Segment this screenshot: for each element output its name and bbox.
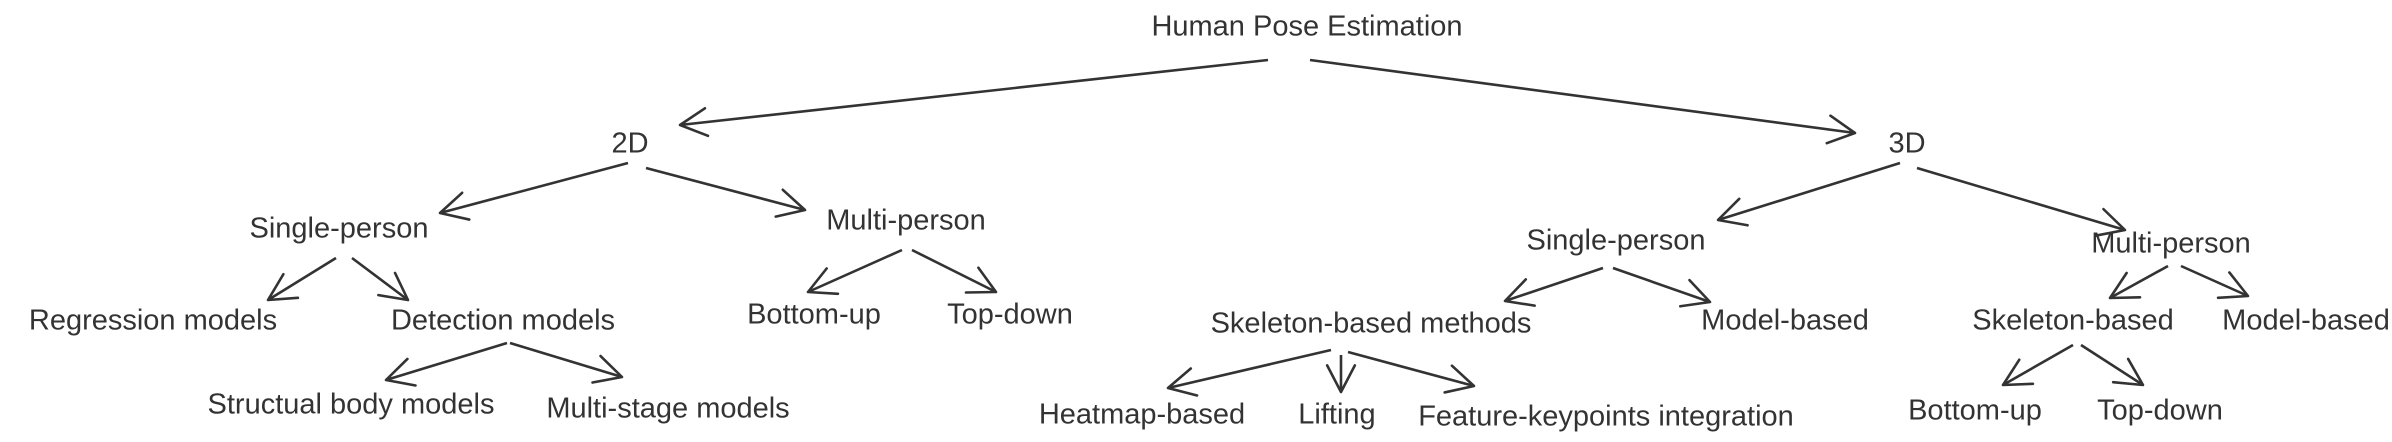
edge-d2_multi-to-d2_bottomup-line xyxy=(807,248,903,294)
node-regression-models: Regression models xyxy=(29,305,277,337)
arrowhead-icon xyxy=(774,188,807,218)
edge-d3-to-d3_single-line xyxy=(1717,161,1901,222)
node-lifting: Lifting xyxy=(1298,399,1375,431)
edge-skeleton_based-to-d3_topdown-line xyxy=(2080,343,2144,387)
node-structual-body-models: Structual body models xyxy=(208,389,495,421)
arrowhead-icon xyxy=(591,354,624,384)
edge-d2-to-d2_single xyxy=(438,161,629,221)
edge-d2-to-d2_multi xyxy=(645,166,807,218)
edge-root-to-d2 xyxy=(678,58,1269,138)
edge-d3-to-d3_single xyxy=(1716,161,1901,227)
edge-d3_multi-to-skeleton_based xyxy=(2108,264,2169,300)
node-feature-keypoints-integration: Feature-keypoints integration xyxy=(1418,401,1794,433)
edge-d2-to-d2_multi-line xyxy=(645,166,806,212)
edge-d3_multi-to-skeleton_based-line xyxy=(2109,264,2169,300)
arrowhead-icon xyxy=(678,107,710,138)
edge-skeleton_methods-to-feature_keypoints xyxy=(1347,350,1476,394)
edge-d2_multi-to-d2_topdown xyxy=(911,248,998,294)
edge-d3_multi-to-model_based_multi xyxy=(2180,264,2250,300)
arrowhead-icon xyxy=(1679,278,1712,308)
edge-d3_single-to-skeleton_methods xyxy=(1503,266,1604,307)
arrowhead-icon xyxy=(964,266,998,294)
edge-detection-to-structural xyxy=(384,341,508,387)
node-detection-models: Detection models xyxy=(391,305,615,337)
edge-detection-to-multistage-line xyxy=(509,341,623,379)
edge-skeleton_based-to-d3_topdown xyxy=(2080,343,2145,387)
edge-root-to-d3-line xyxy=(1309,58,1856,135)
node-skeleton-based-methods: Skeleton-based methods xyxy=(1211,308,1532,340)
arrowhead-icon xyxy=(2094,207,2127,237)
node-2d-multi-person: Multi-person xyxy=(826,205,986,237)
edge-d2_single-to-detection-line xyxy=(351,256,409,302)
node-2d-single-person: Single-person xyxy=(250,213,429,245)
node-2d-bottom-up: Bottom-up xyxy=(747,299,881,331)
node-3d-multi-person: Multi-person xyxy=(2091,228,2251,260)
edge-d3_single-to-skeleton_methods-line xyxy=(1504,266,1604,303)
edge-skeleton_methods-to-heatmap xyxy=(1166,348,1332,397)
arrowhead-icon xyxy=(1716,197,1749,227)
edge-d3-to-d3_multi xyxy=(1916,166,2127,237)
node-2d: 2D xyxy=(611,128,648,160)
node-model-based-multi: Model-based xyxy=(2222,305,2390,337)
edge-skeleton_methods-to-lifting xyxy=(1325,355,1357,394)
node-3d-single-person: Single-person xyxy=(1527,225,1706,257)
edge-root-to-d3 xyxy=(1309,58,1857,145)
arrowhead-icon xyxy=(806,267,840,296)
node-model-based-single: Model-based xyxy=(1701,305,1869,337)
edge-root-to-d2-line xyxy=(679,58,1269,127)
node-skeleton-based: Skeleton-based xyxy=(1972,305,2174,337)
arrowhead-icon xyxy=(1503,278,1536,307)
arrowhead-icon xyxy=(438,191,471,221)
edge-d2_multi-to-d2_bottomup xyxy=(806,248,903,296)
arrowhead-icon xyxy=(2001,358,2035,387)
node-3d-top-down: Top-down xyxy=(2097,395,2223,427)
arrowhead-icon xyxy=(1443,364,1476,394)
node-3d-bottom-up: Bottom-up xyxy=(1908,395,2042,427)
edge-d2_single-to-regression-line xyxy=(267,256,337,302)
arrowhead-icon xyxy=(1166,367,1199,397)
labels-layer: Human Pose Estimation 2D 3D Single-perso… xyxy=(29,11,2390,433)
edges-layer xyxy=(266,58,2250,397)
node-2d-top-down: Top-down xyxy=(947,299,1073,331)
edge-d3_single-to-model_based_single xyxy=(1612,266,1712,308)
arrowhead-icon xyxy=(2111,357,2145,387)
arrowhead-icon xyxy=(1325,364,1357,394)
edge-detection-to-multistage xyxy=(509,341,624,384)
arrowhead-icon xyxy=(2108,271,2142,300)
node-multi-stage-models: Multi-stage models xyxy=(546,393,789,425)
arrowhead-icon xyxy=(266,272,300,302)
arrowhead-icon xyxy=(1825,114,1857,145)
edge-d3_multi-to-model_based_multi-line xyxy=(2180,264,2249,298)
edge-skeleton_based-to-d3_bottomup-line xyxy=(2002,343,2074,387)
node-root: Human Pose Estimation xyxy=(1151,11,1462,43)
edge-skeleton_based-to-d3_bottomup xyxy=(2001,343,2074,387)
node-heatmap-based: Heatmap-based xyxy=(1039,399,1245,431)
arrowhead-icon xyxy=(384,357,417,387)
edge-d2_single-to-regression xyxy=(266,256,337,302)
edge-d2-to-d2_single-line xyxy=(439,161,629,215)
edge-detection-to-structural-line xyxy=(385,341,508,382)
edge-d3_single-to-model_based_single-line xyxy=(1612,266,1711,304)
arrowhead-icon xyxy=(377,271,410,302)
node-3d: 3D xyxy=(1888,128,1925,160)
edge-d2_multi-to-d2_topdown-line xyxy=(911,248,997,294)
edge-d3-to-d3_multi-line xyxy=(1916,166,2126,232)
edge-d2_single-to-detection xyxy=(351,256,410,302)
edge-skeleton_methods-to-feature_keypoints-line xyxy=(1347,350,1475,388)
edge-skeleton_methods-to-heatmap-line xyxy=(1167,348,1332,390)
arrowhead-icon xyxy=(2216,271,2250,300)
